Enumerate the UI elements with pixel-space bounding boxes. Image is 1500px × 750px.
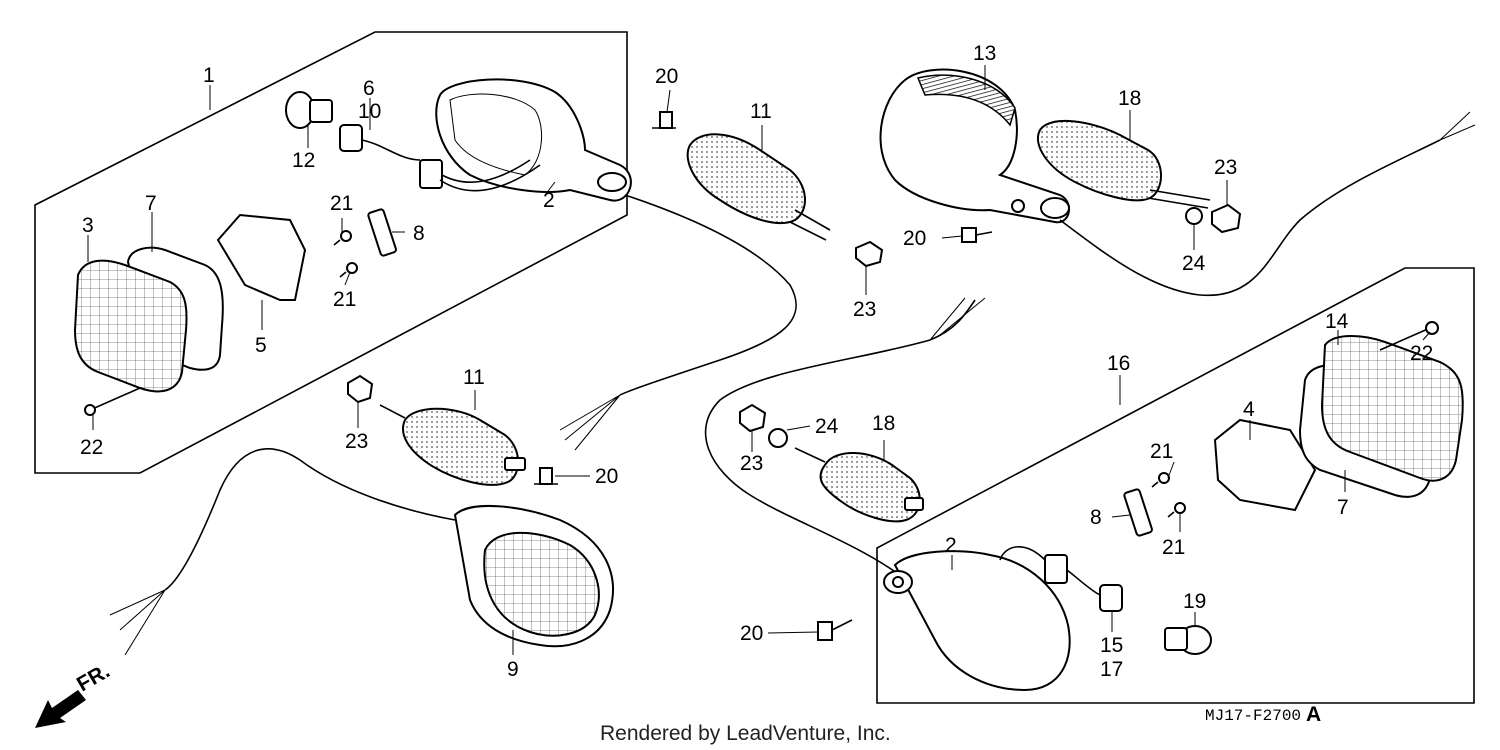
callout-4: 4 [1243,398,1255,421]
screw-22-left [89,387,141,411]
callout-21-upper-b: 21 [333,288,356,311]
callout-11-lower: 11 [463,366,485,389]
callout-1: 1 [203,64,215,87]
callout-8-upper: 8 [413,222,425,245]
callout-24-upper: 24 [1182,252,1206,275]
plate-upper [367,208,397,257]
lens-left [73,259,188,393]
cable-upper-right [1059,139,1441,297]
washer-24-top [1185,207,1203,225]
stay-upper-center [686,133,831,241]
callout-2-upper: 2 [543,189,555,212]
stay-lower-right [794,447,924,523]
callout-12: 12 [292,149,315,172]
washer-24-lower [768,428,788,448]
callout-20-bottom: 20 [740,622,763,645]
lens-right [1320,335,1464,482]
assembly-frame-left [34,31,628,474]
screw-21-lower [339,262,358,278]
callout-23-lower-right: 23 [740,452,763,475]
cable-lower-right-wires [929,297,986,341]
callout-2-lower: 2 [945,534,957,557]
callout-11-upper: 11 [750,100,772,123]
nut-23-top [855,240,884,268]
cable-upper-left [619,194,797,396]
socket-assembly [339,124,541,192]
front-direction-arrow: FR. [35,659,114,728]
bulb-upper [285,91,333,129]
stay-lower-left [379,404,526,486]
screw-22-right-head [1425,321,1439,335]
callout-10: 10 [358,100,381,123]
nut-23-lower-left [347,374,374,404]
direction-label: FR. [73,659,114,696]
callout-20-upper-right: 20 [903,227,926,250]
screw-21-upper [333,230,352,246]
screw-22-left-head [84,404,96,416]
turn-signal-housing-rear-right [879,68,1070,224]
stay-upper-right [1037,119,1211,209]
callout-15: 15 [1100,634,1123,657]
callout-24-lower: 24 [815,415,839,438]
cable-lower-left-wires [109,589,166,656]
callout-19: 19 [1183,590,1206,613]
callout-6: 6 [363,77,375,100]
callout-5: 5 [255,334,267,357]
callout-18-upper: 18 [1118,87,1141,110]
callout-9: 9 [507,658,519,681]
cable-upper-left-wires [559,394,621,451]
callout-16: 16 [1107,352,1130,375]
reflector-plate-left [216,213,307,301]
cable-upper-right-wires [1439,111,1476,141]
nut-23-right [1211,203,1242,234]
screw-21-lower-right-b [1167,502,1186,518]
callout-23-upper-right: 23 [1214,156,1237,179]
callout-21-lower-b: 21 [1162,536,1185,559]
cable-lower-left [164,448,456,591]
screw-22-right [1379,327,1431,351]
diagram-code: MJ17-F2700 [1205,707,1301,725]
callout-21-lower-a: 21 [1150,440,1173,463]
nut-23-lower-right [739,403,767,433]
bolt-20-lower-left [534,467,558,485]
callout-22-right: 22 [1410,342,1433,365]
reflector-plate-right [1213,418,1317,512]
callout-labels: 1 3 7 5 6 10 12 8 21 21 22 2 20 11 23 11… [80,42,1433,681]
callout-13: 13 [973,42,996,65]
callout-7-left: 7 [145,192,157,215]
callout-23-center: 23 [853,298,876,321]
callout-20-top: 20 [655,65,678,88]
turn-signal-housing-front-right [883,550,1071,692]
callout-17: 17 [1100,658,1123,681]
socket-assembly-lower [999,546,1123,612]
assembly-frame-right [876,267,1475,704]
plate-lower [1123,488,1153,537]
leader-lines [87,65,1431,655]
callout-21-upper-a: 21 [330,192,353,215]
callout-20-lower-left: 20 [595,465,618,488]
arrow-icon [35,690,86,728]
turn-signal-housing-rear-left [435,78,632,202]
bulb-lower [1164,625,1212,655]
bolt-20-bottom [817,619,853,641]
callout-23-lower-left: 23 [345,430,368,453]
callout-18-lower: 18 [872,412,895,435]
screw-21-lower-right-a [1151,472,1170,488]
callout-22-left: 22 [80,436,103,459]
turn-signal-housing-front-left [453,505,614,648]
bolt-20-top [652,111,676,129]
cable-lower-right [704,299,976,576]
diagram-code-suffix: A [1306,703,1321,726]
credit-text: Rendered by LeadVenture, Inc. [600,722,891,745]
callout-7-right: 7 [1337,496,1349,519]
callout-14: 14 [1325,310,1349,333]
callout-8-lower: 8 [1090,506,1102,529]
callout-3: 3 [82,214,94,237]
bolt-20-right [961,227,993,243]
